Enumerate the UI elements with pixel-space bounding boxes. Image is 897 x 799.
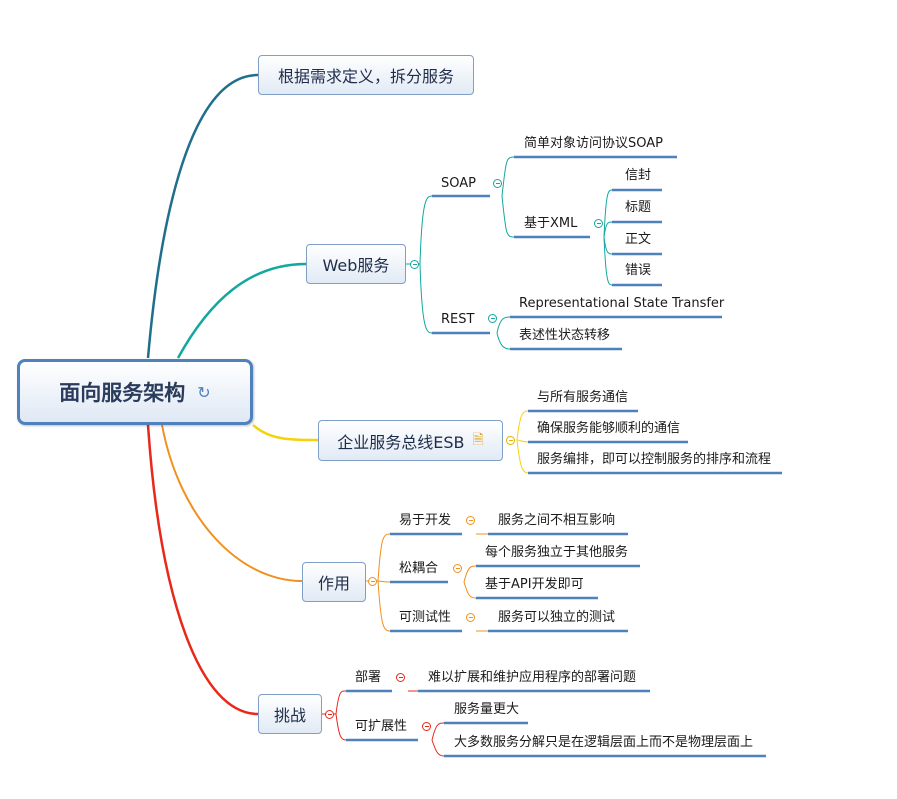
subtopic-rest[interactable]: REST — [441, 312, 475, 327]
topic-web-service[interactable]: Web服务 — [306, 244, 406, 284]
subtopic-easy-item[interactable]: 服务之间不相互影响 — [498, 513, 616, 528]
subtopic-scale[interactable]: 可扩展性 — [355, 719, 408, 734]
subtopic-test-item[interactable]: 服务可以独立的测试 — [498, 610, 616, 625]
subtopic-easy[interactable]: 易于开发 — [399, 513, 452, 528]
topic-underlines — [346, 155, 782, 758]
collapse-toggle-scale[interactable] — [422, 722, 431, 731]
subtopic-esb-item[interactable]: 与所有服务通信 — [537, 390, 629, 405]
refresh-arrow-icon: ↻ — [197, 382, 211, 402]
subtopic-xml-item[interactable]: 正文 — [625, 232, 652, 247]
subtopic-xml-item[interactable]: 错误 — [625, 263, 652, 278]
branch-line-web — [176, 262, 307, 359]
subtopic-rest-item[interactable]: Representational State Transfer — [519, 296, 725, 311]
topic-role[interactable]: 作用 — [302, 562, 366, 602]
collapse-toggle-rest[interactable] — [488, 314, 497, 323]
topic-esb-label: 企业服务总线ESB — [337, 432, 465, 452]
web-subtree-lines — [406, 156, 722, 350]
collapse-toggle-challenge[interactable] — [325, 710, 334, 719]
subtopic-xml-item[interactable]: 信封 — [625, 168, 652, 183]
subtopic-xml[interactable]: 基于XML — [524, 216, 578, 231]
subtopic-xml-item[interactable]: 标题 — [625, 200, 652, 215]
branch-line-role — [161, 424, 303, 582]
note-icon: 🗎 — [472, 431, 484, 448]
root-topic[interactable]: 面向服务架构 ↻ — [17, 359, 253, 425]
topic-define[interactable]: 根据需求定义，拆分服务 — [258, 55, 474, 95]
topic-challenge[interactable]: 挑战 — [258, 694, 322, 734]
subtopic-esb-item[interactable]: 确保服务能够顺利的通信 — [537, 421, 681, 436]
collapse-toggle-easy[interactable] — [466, 516, 475, 525]
subtopic-soap-simple[interactable]: 简单对象访问协议SOAP — [524, 136, 663, 151]
subtopic-rest-item[interactable]: 表述性状态转移 — [519, 328, 611, 343]
branch-line-challenge — [146, 424, 259, 716]
subtopic-loose-item[interactable]: 基于API开发即可 — [485, 577, 584, 592]
subtopic-deploy[interactable]: 部署 — [355, 670, 382, 685]
collapse-toggle-esb[interactable] — [506, 436, 515, 445]
collapse-toggle-web[interactable] — [410, 260, 419, 269]
topic-web-service-label: Web服务 — [322, 256, 390, 275]
root-topic-title: 面向服务架构 — [59, 381, 186, 405]
collapse-toggle-xml[interactable] — [594, 219, 603, 228]
collapse-toggle-deploy[interactable] — [396, 673, 405, 682]
subtopic-scale-item[interactable]: 服务量更大 — [454, 702, 520, 717]
topic-role-label: 作用 — [317, 574, 350, 593]
subtopic-loose-item[interactable]: 每个服务独立于其他服务 — [485, 545, 629, 560]
esb-subtree-lines — [516, 410, 782, 474]
branch-line-esb — [252, 424, 319, 442]
collapse-toggle-role[interactable] — [368, 577, 377, 586]
topic-define-label: 根据需求定义，拆分服务 — [277, 67, 454, 86]
branch-line-define — [146, 73, 259, 359]
subtopic-test[interactable]: 可测试性 — [399, 610, 452, 625]
subtopic-esb-item[interactable]: 服务编排，即可以控制服务的排序和流程 — [537, 452, 772, 467]
collapse-toggle-soap[interactable] — [493, 179, 502, 188]
topic-challenge-label: 挑战 — [273, 706, 306, 725]
subtopic-loose[interactable]: 松耦合 — [399, 561, 439, 576]
subtopic-soap[interactable]: SOAP — [441, 176, 476, 191]
subtopic-scale-item[interactable]: 大多数服务分解只是在逻辑层面上而不是物理层面上 — [454, 735, 754, 750]
topic-esb[interactable]: 企业服务总线ESB 🗎 — [318, 420, 503, 461]
collapse-toggle-loose[interactable] — [453, 564, 462, 573]
collapse-toggle-test[interactable] — [466, 613, 475, 622]
subtopic-deploy-item[interactable]: 难以扩展和维护应用程序的部署问题 — [428, 670, 637, 685]
